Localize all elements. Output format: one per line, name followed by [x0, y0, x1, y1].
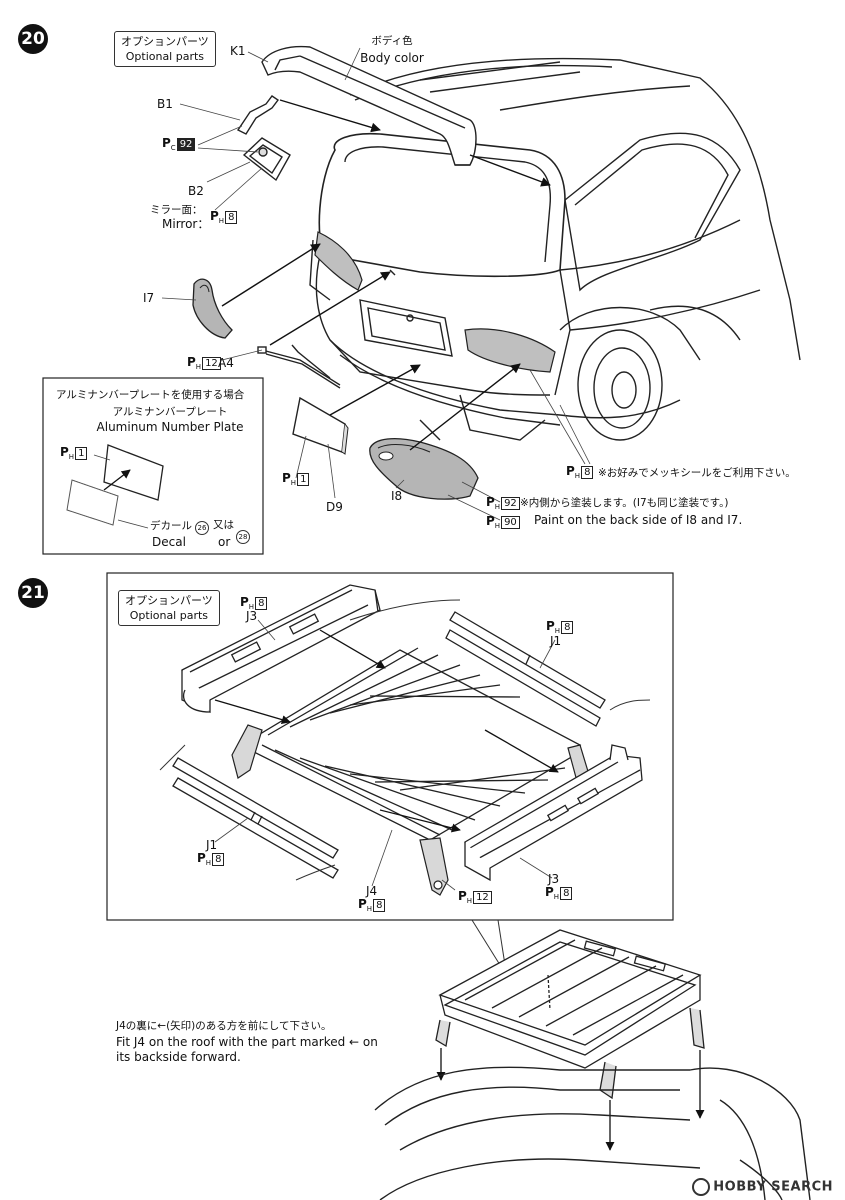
label-d9: D9: [326, 500, 343, 514]
inset-or-jp: 又は: [213, 519, 234, 531]
inset-box-frame: [42, 377, 264, 555]
step-20-number: 20: [18, 24, 48, 54]
b2-mirror: [242, 137, 291, 182]
d9-plate: [292, 396, 349, 455]
j4-deck: [248, 647, 582, 841]
inset-decal-en: Decal: [152, 535, 186, 549]
j3-upper-rail: [181, 584, 381, 713]
label-j1-right: J1: [550, 634, 562, 648]
j1-right-rail: [445, 611, 606, 727]
optional-parts-en: Optional parts: [129, 609, 209, 622]
van-roof-bottom: [374, 1066, 811, 1200]
note-chrome-seal: ※お好みでメッキシールをご利用下さい。: [598, 467, 796, 479]
label-i8: I8: [391, 489, 403, 503]
j1-left-rail: [172, 757, 339, 879]
inset-plate-jp: アルミナンバープレート: [112, 406, 228, 418]
note-paint-inside-en: Paint on the back side of I8 and I7.: [534, 513, 743, 527]
optional-parts-en: Optional parts: [125, 50, 205, 63]
label-k1: K1: [230, 44, 246, 58]
label-j3-bottom: J3: [548, 872, 560, 886]
inset-or-en: or: [218, 535, 231, 549]
inset-decal-26: 26: [195, 520, 209, 535]
optional-parts-jp: オプションパーツ: [125, 594, 213, 607]
j3-lower-rail: [464, 744, 643, 882]
label-j4: J4: [366, 884, 378, 898]
inset-decal-jp: デカール: [150, 520, 192, 532]
inset-title: アルミナンバープレートを使用する場合: [56, 389, 245, 401]
note-j4-jp: J4の裏に←(矢印)のある方を前にして下さい。: [116, 1020, 332, 1032]
label-mirror-en: Mirror：: [162, 217, 210, 231]
label-body-color-jp: ボディ色: [371, 35, 413, 47]
watermark-logo-icon: [692, 1178, 711, 1196]
assembled-rack: [435, 929, 705, 1100]
callout-lines: [471, 919, 506, 966]
inset-decal-28: 28: [236, 529, 250, 544]
body-tail-lamps: [314, 231, 556, 373]
label-a4: A4: [218, 356, 234, 370]
step21-leaders: [214, 619, 556, 891]
k1-spoiler: [261, 45, 477, 166]
a4-wiper: [257, 344, 341, 389]
label-i7: I7: [143, 291, 155, 305]
roof-arrows: [436, 1048, 705, 1151]
label-mirror-jp: ミラー面：: [150, 204, 203, 216]
label-j3-top: J3: [246, 609, 258, 623]
optional-parts-jp: オプションパーツ: [121, 35, 209, 48]
label-b2: B2: [188, 184, 204, 198]
i8-lamp: [369, 437, 479, 500]
b1-mirror-stalk: [236, 95, 280, 135]
label-b1: B1: [157, 97, 173, 111]
i7-lamp: [192, 278, 233, 339]
watermark: HOBBY SEARCH: [692, 1178, 833, 1196]
step21-optional-parts-box: オプションパーツ Optional parts: [118, 590, 220, 626]
inset-plate-en: Aluminum Number Plate: [96, 420, 244, 434]
label-j1-left: J1: [206, 838, 218, 852]
note-j4-en-1: Fit J4 on the roof with the part marked …: [116, 1035, 378, 1049]
step20-optional-parts-box: オプションパーツ Optional parts: [114, 31, 216, 67]
step21-frame: [106, 572, 674, 921]
note-j4-en-2: its backside forward.: [116, 1050, 241, 1064]
step20-leaders: [161, 47, 591, 521]
label-body-color-en: Body color: [360, 51, 424, 65]
step21-arrows: [214, 629, 559, 833]
step20-arrows: [221, 99, 551, 451]
step-21-number: 21: [18, 578, 48, 608]
van-rear-body: [309, 57, 801, 441]
step21-connectors: [159, 599, 651, 881]
note-paint-inside-jp: ※内側から塗装します。(I7も同じ塗装です。): [520, 497, 729, 509]
